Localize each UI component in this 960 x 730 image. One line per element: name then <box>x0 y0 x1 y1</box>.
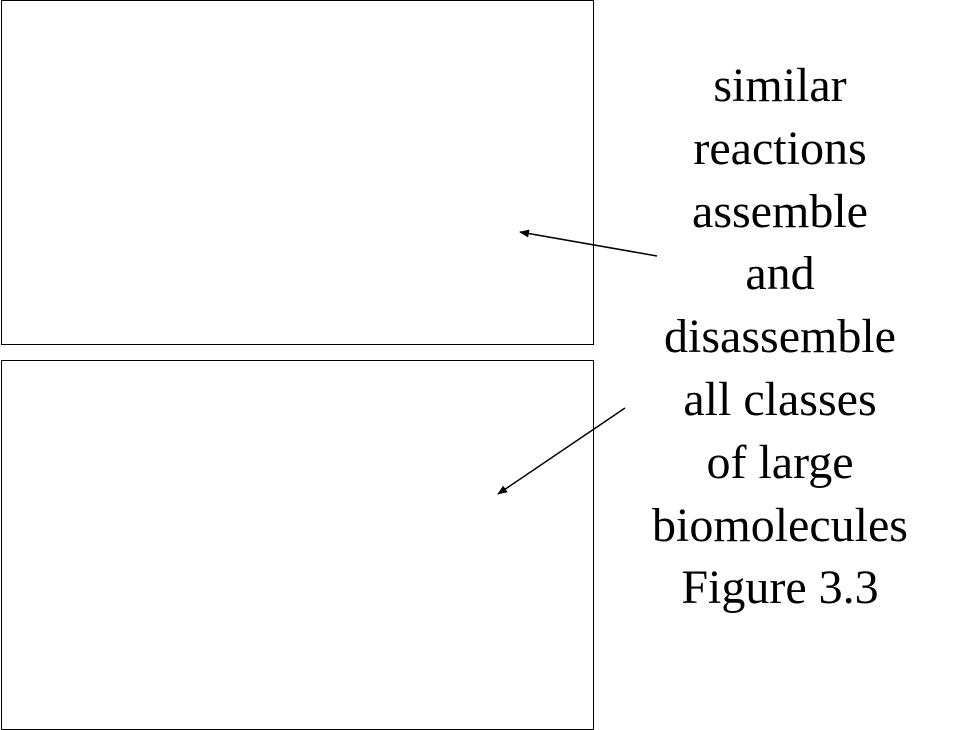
caption-line: all classes <box>683 372 877 426</box>
figure-label: Figure 3.3 <box>681 561 879 615</box>
caption-line: reactions <box>693 121 867 175</box>
figure-panel-bottom <box>1 360 594 730</box>
caption-line: disassemble <box>664 310 896 364</box>
caption-line: assemble <box>692 184 868 238</box>
figure-panel-top <box>1 0 594 345</box>
figure-caption: similar reactions assemble and disassemb… <box>610 55 950 620</box>
caption-line: of large <box>706 435 854 489</box>
caption-line: and <box>745 247 815 301</box>
caption-line: biomolecules <box>652 498 908 552</box>
caption-line: similar <box>713 59 847 112</box>
